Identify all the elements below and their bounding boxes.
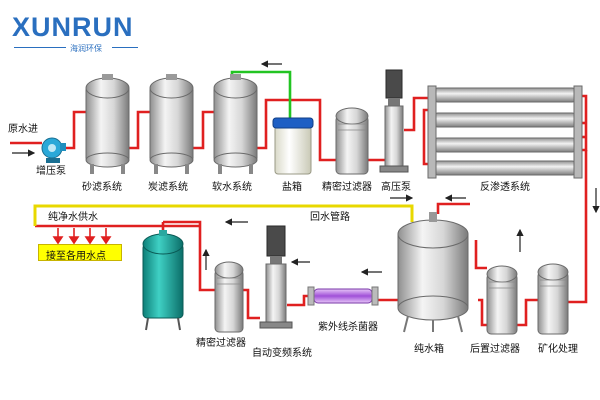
flow-arrows — [12, 60, 600, 276]
brand-logo: XUNRUN 海润环保 — [12, 14, 142, 54]
sand-filter-tank — [85, 74, 130, 174]
high-pressure-pump — [379, 69, 409, 173]
label-sand-filter: 砂滤系统 — [82, 182, 122, 193]
label-precision-filter-top: 精密过滤器 — [322, 182, 372, 193]
logo-subtitle: 海润环保 — [70, 44, 102, 53]
booster-pump-graphic — [41, 137, 66, 163]
precision-filter-top — [335, 107, 369, 175]
salt-tank — [272, 117, 314, 175]
mineralization-tank — [537, 263, 569, 335]
uv-sterilizer — [307, 286, 379, 306]
label-post-filter: 后置过滤器 — [470, 344, 520, 355]
carbon-filter-tank — [149, 74, 194, 174]
pressure-tank — [142, 230, 184, 331]
label-pure-water-tank: 纯水箱 — [414, 344, 444, 355]
label-high-pressure-pump: 高压泵 — [381, 182, 411, 193]
label-softener: 软水系统 — [212, 182, 252, 193]
use-points-box: 接至各用水点 — [38, 244, 122, 262]
pure-water-tank — [397, 212, 469, 333]
supply-pipeline — [33, 204, 414, 226]
softener-tank — [213, 74, 258, 174]
label-auto-vfd: 自动变频系统 — [252, 348, 312, 359]
logo-rule-left — [14, 47, 66, 48]
label-return-pipe: 回水管路 — [310, 212, 350, 223]
label-precision-filter-bottom: 精密过滤器 — [196, 338, 246, 349]
logo-rule-right — [112, 47, 138, 48]
label-pure-water-supply: 纯净水供水 — [48, 212, 98, 223]
label-booster-pump: 增压泵 — [36, 166, 66, 177]
precision-filter-bottom — [214, 261, 244, 333]
label-mineralization: 矿化处理 — [538, 344, 578, 355]
ro-membrane-rack — [427, 85, 583, 179]
label-uv-sterilizer: 紫外线杀菌器 — [318, 322, 378, 333]
label-carbon-filter: 炭滤系统 — [148, 182, 188, 193]
label-use-points: 接至各用水点 — [46, 251, 106, 262]
label-ro-system: 反渗透系统 — [480, 182, 530, 193]
label-raw-water-in: 原水进 — [8, 124, 38, 135]
logo-wordmark: XUNRUN — [12, 12, 134, 42]
post-filter-tank — [486, 265, 518, 335]
label-salt-tank: 盐箱 — [282, 182, 302, 193]
use-point-arrows — [52, 228, 112, 245]
auto-vfd-pump — [259, 225, 293, 329]
